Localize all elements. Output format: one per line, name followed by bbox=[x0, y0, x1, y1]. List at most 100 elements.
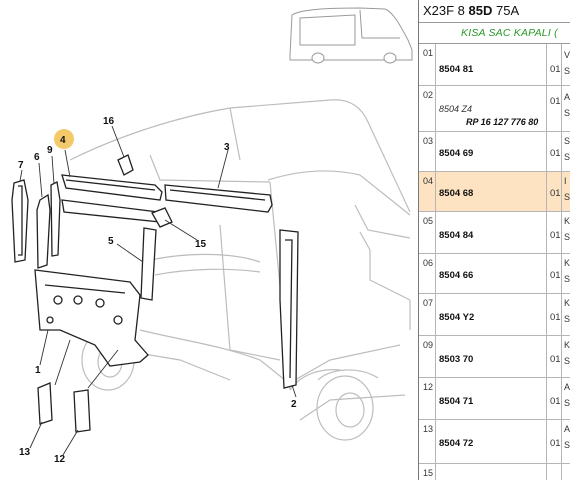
table-row[interactable]: 15 bbox=[419, 464, 570, 480]
part-alt-reference: 8504 Z4 bbox=[439, 104, 473, 114]
callout-7[interactable]: 7 bbox=[18, 160, 24, 171]
desc-bottom: S bbox=[564, 152, 570, 162]
desc-cell bbox=[561, 464, 570, 480]
part-reference[interactable]: 8504 81 bbox=[439, 64, 474, 75]
desc-top: A bbox=[564, 92, 570, 102]
part-reference[interactable]: 8503 70 bbox=[439, 354, 474, 365]
table-row[interactable]: 12 8504 71 01 A S bbox=[419, 378, 570, 420]
callout-3[interactable]: 3 bbox=[224, 142, 230, 153]
callout-15[interactable]: 15 bbox=[195, 239, 207, 250]
qty-value: 01 bbox=[550, 64, 561, 75]
qty-cell: 01 bbox=[547, 378, 561, 419]
desc-bottom: S bbox=[564, 66, 570, 76]
qty-value: 01 bbox=[550, 438, 561, 449]
desc-cell: I S bbox=[561, 172, 570, 211]
part-reference[interactable]: 8504 84 bbox=[439, 230, 474, 241]
table-row[interactable]: 05 8504 84 01 K S bbox=[419, 212, 570, 254]
part-reference[interactable]: 8504 68 bbox=[439, 188, 474, 199]
callout-16[interactable]: 16 bbox=[103, 116, 115, 127]
desc-bottom: S bbox=[564, 398, 570, 408]
row-number: 03 bbox=[419, 132, 436, 171]
callout-13[interactable]: 13 bbox=[19, 447, 31, 458]
desc-top: K bbox=[564, 216, 570, 226]
qty-cell: 01 bbox=[547, 132, 561, 171]
table-row-selected[interactable]: 04 8504 68 01 I S bbox=[419, 172, 570, 212]
catalog-code-prefix: X23F 8 bbox=[423, 3, 465, 18]
desc-cell: K S bbox=[561, 336, 570, 377]
table-row[interactable]: 07 8504 Y2 01 K S bbox=[419, 294, 570, 336]
qty-value: 01 bbox=[550, 270, 561, 281]
part-cell: 8504 72 bbox=[436, 420, 547, 463]
table-row[interactable]: 13 8504 72 01 A S bbox=[419, 420, 570, 464]
qty-cell: 01 bbox=[547, 172, 561, 211]
part-cell bbox=[436, 464, 547, 480]
table-row[interactable]: 03 8504 69 01 S S bbox=[419, 132, 570, 172]
qty-value: 01 bbox=[550, 148, 561, 159]
table-row[interactable]: 09 8503 70 01 K S bbox=[419, 336, 570, 378]
part-reference[interactable]: 8504 72 bbox=[439, 438, 474, 449]
desc-cell: K S bbox=[561, 254, 570, 293]
row-number: 15 bbox=[419, 464, 436, 480]
desc-top: S bbox=[564, 136, 570, 146]
model-subtitle: KISA SAC KAPALI ( bbox=[461, 27, 558, 39]
callout-1[interactable]: 1 bbox=[35, 365, 41, 376]
part-cell: 8504 Y2 bbox=[436, 294, 547, 335]
row-number: 05 bbox=[419, 212, 436, 253]
part-cell: 8504 71 bbox=[436, 378, 547, 419]
desc-top: A bbox=[564, 424, 570, 434]
qty-cell: 01 bbox=[547, 86, 561, 131]
parts-diagram: 7 6 9 4 16 3 5 15 2 1 13 12 bbox=[11, 7, 413, 465]
desc-bottom: S bbox=[564, 356, 570, 366]
callout-2[interactable]: 2 bbox=[291, 399, 297, 410]
part-reference[interactable]: 8504 Y2 bbox=[439, 312, 475, 323]
callout-5[interactable]: 5 bbox=[108, 236, 114, 247]
callout-4[interactable]: 4 bbox=[60, 135, 66, 146]
desc-cell: S S bbox=[561, 132, 570, 171]
callout-9[interactable]: 9 bbox=[47, 145, 53, 156]
part-reference[interactable]: 8504 69 bbox=[439, 148, 474, 159]
table-row[interactable]: 06 8504 66 01 K S bbox=[419, 254, 570, 294]
desc-bottom: S bbox=[564, 108, 570, 118]
part-reference[interactable]: 8504 66 bbox=[439, 270, 474, 281]
qty-value: 01 bbox=[550, 396, 561, 407]
desc-bottom: S bbox=[564, 440, 570, 450]
desc-top: K bbox=[564, 340, 570, 350]
panel-divider bbox=[418, 0, 419, 480]
desc-bottom: S bbox=[564, 314, 570, 324]
part-cell: 8504 81 bbox=[436, 44, 547, 85]
callout-12[interactable]: 12 bbox=[54, 454, 66, 465]
desc-cell: A S bbox=[561, 86, 570, 131]
row-number: 01 bbox=[419, 44, 436, 85]
table-row[interactable]: 01 8504 81 01 V S bbox=[419, 44, 570, 86]
desc-top: A bbox=[564, 382, 570, 392]
desc-top: K bbox=[564, 258, 570, 268]
part-rp-reference[interactable]: RP 16 127 776 80 bbox=[466, 117, 539, 127]
table-row[interactable]: 02 8504 Z4 RP 16 127 776 80 01 A S bbox=[419, 86, 570, 132]
row-number: 12 bbox=[419, 378, 436, 419]
catalog-code-suffix: 75A bbox=[496, 3, 520, 18]
callout-6[interactable]: 6 bbox=[34, 152, 40, 163]
part-cell: 8504 66 bbox=[436, 254, 547, 293]
qty-cell: 01 bbox=[547, 44, 561, 85]
model-subtitle-bar: KISA SAC KAPALI ( bbox=[419, 22, 570, 44]
desc-cell: A S bbox=[561, 378, 570, 419]
catalog-code: X23F 8 85D 75A bbox=[423, 3, 519, 18]
row-number: 06 bbox=[419, 254, 436, 293]
part-cell: 8504 Z4 RP 16 127 776 80 bbox=[436, 86, 547, 131]
qty-value: 01 bbox=[550, 354, 561, 365]
qty-cell: 01 bbox=[547, 254, 561, 293]
desc-cell: K S bbox=[561, 294, 570, 335]
qty-value: 01 bbox=[550, 96, 561, 107]
part-reference[interactable]: 8504 71 bbox=[439, 396, 474, 407]
row-number: 09 bbox=[419, 336, 436, 377]
desc-cell: A S bbox=[561, 420, 570, 463]
row-number: 13 bbox=[419, 420, 436, 463]
qty-value: 01 bbox=[550, 312, 561, 323]
qty-value: 01 bbox=[550, 230, 561, 241]
qty-cell: 01 bbox=[547, 420, 561, 463]
van-exploded-view: 7 6 9 4 16 3 5 15 2 1 13 12 bbox=[11, 7, 413, 465]
desc-cell: V S bbox=[561, 44, 570, 85]
desc-top: K bbox=[564, 298, 570, 308]
part-cell: 8504 69 bbox=[436, 132, 547, 171]
part-cell: 8504 84 bbox=[436, 212, 547, 253]
